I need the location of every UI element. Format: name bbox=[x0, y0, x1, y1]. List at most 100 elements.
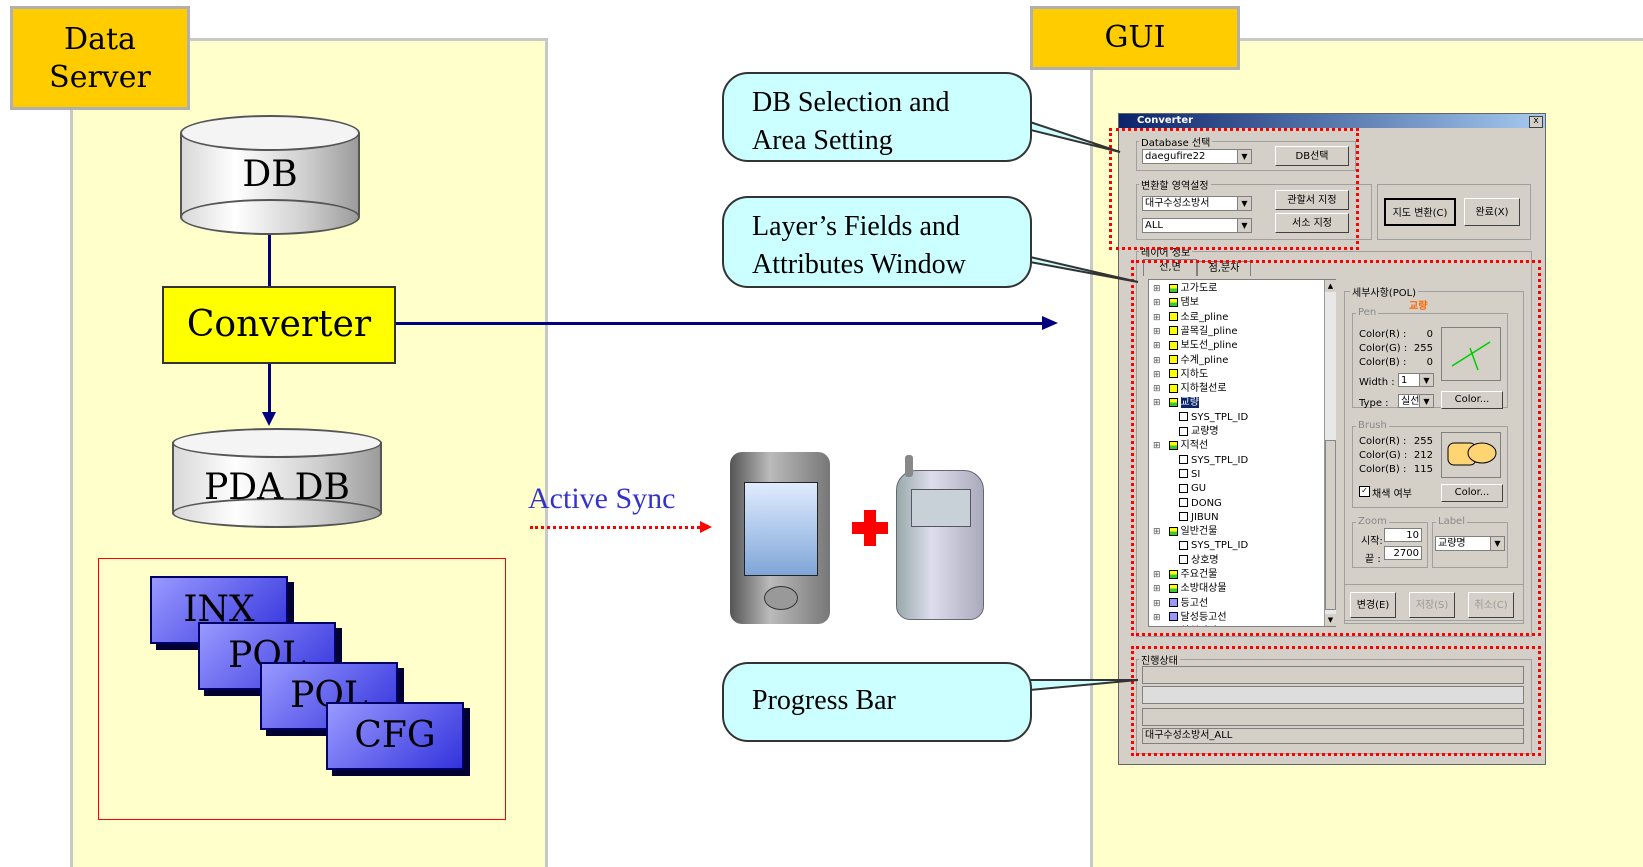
expand-icon[interactable]: ⊞ bbox=[1153, 284, 1161, 294]
pda-db-label: PDA DB bbox=[204, 467, 350, 508]
chevron-down-icon[interactable]: ▼ bbox=[1419, 374, 1433, 386]
tree-item[interactable]: ⊞보도선_pline bbox=[1153, 339, 1238, 353]
tree-item[interactable]: ⊞지하도 bbox=[1153, 368, 1208, 382]
area-select-1[interactable]: 대구수성소방서▼ bbox=[1142, 196, 1252, 211]
brush-color-button[interactable]: Color... bbox=[1441, 484, 1503, 502]
tree-item[interactable]: DONG bbox=[1179, 497, 1222, 510]
pen-r-value: 0 bbox=[1426, 329, 1433, 340]
cancel-button[interactable]: 취소(C) bbox=[1468, 592, 1514, 618]
tree-item[interactable]: GU bbox=[1179, 482, 1206, 495]
chevron-down-icon[interactable]: ▼ bbox=[1490, 537, 1504, 550]
tree-scrollbar[interactable]: ▲ ▼ bbox=[1324, 280, 1336, 626]
pda-screen bbox=[744, 482, 818, 576]
done-button[interactable]: 완료(X) bbox=[1464, 198, 1520, 226]
layer-icon bbox=[1168, 397, 1178, 407]
expand-icon[interactable]: ⊞ bbox=[1153, 369, 1161, 380]
tree-item[interactable]: ⊞달성등고선 bbox=[1153, 611, 1227, 625]
tree-item-label: GU bbox=[1191, 483, 1207, 495]
expand-icon[interactable]: ⊞ bbox=[1153, 584, 1161, 595]
chevron-down-icon[interactable]: ▼ bbox=[1237, 219, 1251, 232]
layer-tree[interactable]: ⊞고가도로⊞댐보⊞소로_pline⊞골목길_pline⊞보도선_pline⊞수계… bbox=[1148, 279, 1336, 627]
tree-item[interactable]: ⊞댐보 bbox=[1153, 296, 1199, 310]
tree-item[interactable]: JIBUN bbox=[1179, 511, 1219, 524]
expand-icon[interactable]: ⊞ bbox=[1153, 384, 1161, 395]
tree-item-label: SI bbox=[1191, 468, 1201, 480]
db-cylinder: DB bbox=[180, 115, 360, 235]
chevron-down-icon[interactable]: ▼ bbox=[1237, 197, 1251, 210]
file-inx: INX bbox=[150, 576, 288, 644]
convert-map-button[interactable]: 지도 변환(C) bbox=[1384, 198, 1456, 226]
tree-item[interactable]: SYS_TPL_ID bbox=[1179, 411, 1248, 424]
pen-color-button[interactable]: Color... bbox=[1441, 391, 1503, 409]
area-button-1[interactable]: 관할서 지정 bbox=[1275, 190, 1349, 210]
progress-group-label: 진행상태 bbox=[1139, 652, 1180, 667]
tree-item-label: 지적선 bbox=[1180, 440, 1209, 452]
expand-icon[interactable]: ⊞ bbox=[1153, 326, 1161, 337]
chevron-down-icon[interactable]: ▼ bbox=[1237, 150, 1251, 163]
brush-b-label: Color(B) : bbox=[1359, 464, 1407, 475]
expand-icon[interactable]: ⊞ bbox=[1153, 570, 1161, 580]
pen-preview bbox=[1441, 327, 1501, 381]
zoom-start-input[interactable]: 10 bbox=[1384, 528, 1422, 542]
chevron-down-icon[interactable]: ▼ bbox=[1419, 395, 1433, 407]
layer-highlight bbox=[1131, 260, 1541, 636]
tree-item[interactable]: ⊞소방대상물 bbox=[1153, 582, 1227, 596]
files-frame bbox=[98, 558, 506, 820]
tree-item[interactable]: ⊞지하철선로 bbox=[1153, 382, 1227, 396]
tab-lines[interactable]: 선,면 bbox=[1143, 259, 1197, 276]
scroll-up-icon[interactable]: ▲ bbox=[1325, 280, 1336, 292]
field-icon bbox=[1179, 426, 1188, 436]
zoom-start-label: 시작: bbox=[1361, 536, 1383, 547]
expand-icon[interactable]: ⊞ bbox=[1153, 612, 1161, 623]
expand-icon[interactable]: ⊞ bbox=[1153, 341, 1161, 352]
tree-item[interactable]: SYS_TPL_ID bbox=[1179, 454, 1248, 467]
brush-g-label: Color(G) : bbox=[1359, 450, 1408, 461]
tree-item[interactable]: ⊞ 일반건물 bbox=[1153, 525, 1217, 539]
expand-icon[interactable]: ⊞ bbox=[1153, 441, 1161, 452]
type-select[interactable]: 실선▼ bbox=[1398, 394, 1434, 408]
tree-item[interactable]: 교량명 bbox=[1179, 425, 1219, 438]
tree-item[interactable]: ⊞수계_pline bbox=[1153, 354, 1228, 368]
scroll-thumb[interactable] bbox=[1325, 440, 1336, 610]
expand-icon[interactable]: ⊞ bbox=[1153, 398, 1161, 409]
tree-item[interactable]: ⊞ 등고선 bbox=[1153, 597, 1208, 611]
db-select[interactable]: daegufire22▼ bbox=[1142, 149, 1252, 164]
tree-item[interactable]: 상호명 bbox=[1179, 554, 1219, 567]
tree-item[interactable]: ⊞골목길_pline bbox=[1153, 325, 1238, 339]
tree-item[interactable]: ⊞주요건물 bbox=[1153, 568, 1217, 582]
fill-checkbox[interactable]: ✓ bbox=[1359, 486, 1370, 497]
area-select-2[interactable]: ALL▼ bbox=[1142, 218, 1252, 233]
active-sync-arrowhead bbox=[700, 521, 712, 533]
expand-icon[interactable]: ⊞ bbox=[1153, 598, 1161, 609]
tree-item[interactable]: ⊞ 지적선 bbox=[1153, 439, 1208, 453]
expand-icon[interactable]: ⊞ bbox=[1153, 312, 1161, 323]
area-group bbox=[1136, 184, 1372, 240]
expand-icon[interactable]: ⊞ bbox=[1153, 298, 1161, 309]
tree-item-label: 교량명 bbox=[1191, 426, 1219, 437]
change-button[interactable]: 변경(E) bbox=[1350, 592, 1396, 618]
window-close-button[interactable]: x bbox=[1529, 116, 1543, 128]
label-select[interactable]: 교량명▼ bbox=[1435, 536, 1505, 551]
pen-b-label: Color(B) : bbox=[1359, 357, 1407, 368]
width-select[interactable]: 1▼ bbox=[1398, 373, 1434, 387]
tree-item[interactable]: ⊞소로_pline bbox=[1153, 311, 1228, 325]
brush-g-value: 212 bbox=[1413, 450, 1433, 461]
expand-icon[interactable]: ⊞ bbox=[1153, 527, 1161, 538]
layer-icon bbox=[1168, 598, 1178, 608]
active-sync-arrow bbox=[530, 526, 700, 529]
save-button[interactable]: 저장(S) bbox=[1409, 592, 1455, 618]
layer-icon bbox=[1168, 283, 1178, 293]
zoom-end-input[interactable]: 2700 bbox=[1384, 546, 1422, 560]
tree-item[interactable]: SI bbox=[1179, 468, 1200, 481]
area-button-2[interactable]: 서소 지정 bbox=[1275, 213, 1349, 233]
scroll-down-icon[interactable]: ▼ bbox=[1325, 614, 1336, 626]
tree-item[interactable]: SYS_TPL_ID bbox=[1179, 539, 1248, 552]
tree-item-label: 등고선 bbox=[1180, 597, 1209, 609]
phone-device-image bbox=[896, 455, 984, 620]
db-select-button[interactable]: DB선택 bbox=[1275, 146, 1349, 166]
tree-item[interactable]: ⊞고가도로 bbox=[1153, 282, 1217, 296]
zoom-end-label: 끝 : bbox=[1365, 554, 1381, 565]
tree-item-label: 일반건물 bbox=[1180, 526, 1218, 538]
tree-item[interactable]: ⊞교량 bbox=[1153, 396, 1199, 410]
expand-icon[interactable]: ⊞ bbox=[1153, 355, 1161, 366]
